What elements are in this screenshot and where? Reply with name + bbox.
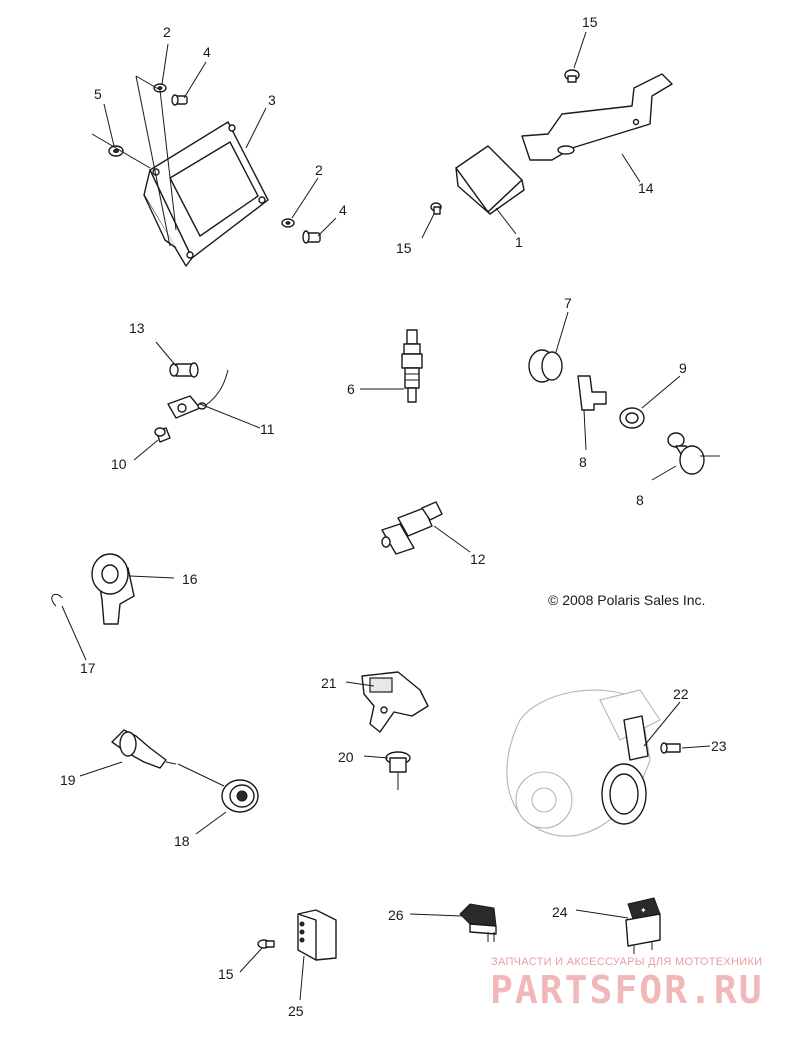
callout-21: 21	[321, 675, 337, 691]
callout-11: 11	[260, 421, 275, 437]
callout-2-top: 2	[163, 24, 171, 40]
callout-13: 13	[129, 320, 145, 336]
callout-15-bracket: 15	[582, 14, 598, 30]
plate-8-upper	[577, 375, 607, 411]
callout-15-relay: 15	[396, 240, 412, 256]
washer-2-right	[281, 218, 295, 228]
callout-18: 18	[174, 833, 190, 849]
callout-24: 24	[552, 904, 568, 920]
switch-24: ✦	[625, 897, 661, 954]
sensor-19	[111, 729, 177, 769]
leader-lines	[61, 31, 711, 1001]
callout-4-right: 4	[339, 202, 347, 218]
ring-9	[619, 407, 645, 429]
callout-8-lower: 8	[636, 492, 644, 508]
callout-4-top: 4	[203, 44, 211, 60]
plug-20	[385, 751, 411, 790]
cap-10	[154, 427, 171, 443]
callout-5: 5	[94, 86, 102, 102]
callout-22: 22	[673, 686, 689, 702]
callout-10: 10	[111, 456, 127, 472]
callout-17: 17	[80, 660, 96, 676]
cap-7	[528, 349, 563, 383]
bracket-14	[521, 73, 673, 161]
callout-14: 14	[638, 180, 654, 196]
callout-7: 7	[564, 295, 572, 311]
svg-text:✦: ✦	[640, 906, 647, 915]
throttle-sensor	[601, 715, 649, 825]
screw-4-right	[302, 230, 321, 244]
callout-2-right: 2	[315, 162, 323, 178]
callout-23: 23	[711, 738, 727, 754]
sensor-16	[91, 553, 135, 625]
callout-15-lower: 15	[218, 966, 234, 982]
callout-9: 9	[679, 360, 687, 376]
sensor-12	[381, 501, 443, 555]
screw-15-bracket	[564, 69, 580, 83]
switch-26	[459, 903, 497, 942]
sensor-21	[361, 671, 429, 733]
bolt-13	[169, 362, 199, 378]
callout-labels: 1 2 2 3 4 4 5 6 7 8 8 9 10 11 12 13 14 1…	[60, 14, 727, 1019]
watermark-logo: PARTSFOR.RU	[490, 968, 764, 1012]
sensor-11	[167, 369, 229, 419]
callout-8-upper: 8	[579, 454, 587, 470]
copyright-notice: © 2008 Polaris Sales Inc.	[548, 592, 706, 608]
callout-25: 25	[288, 1003, 304, 1019]
washer-5	[108, 145, 124, 157]
watermark-tagline: ЗАПЧАСТИ И АКСЕССУАРЫ ДЛЯ МОТОТЕХНИКИ	[491, 956, 763, 968]
callout-20: 20	[338, 749, 354, 765]
screw-15-relay	[430, 202, 442, 215]
screw-23	[660, 742, 681, 754]
relay-box	[455, 145, 525, 215]
callout-26: 26	[388, 907, 404, 923]
callout-3: 3	[268, 92, 276, 108]
callout-12: 12	[470, 551, 486, 567]
clip-17	[51, 593, 63, 607]
callout-6: 6	[347, 381, 355, 397]
callout-1: 1	[515, 234, 523, 250]
callout-19: 19	[60, 772, 76, 788]
sensor-6	[401, 329, 423, 403]
grommet-18	[221, 779, 259, 813]
screw-15-lower	[257, 939, 275, 949]
ecu-module	[143, 121, 269, 267]
module-25	[297, 909, 337, 961]
callout-16: 16	[182, 571, 198, 587]
sensor-8-lower	[667, 432, 720, 475]
